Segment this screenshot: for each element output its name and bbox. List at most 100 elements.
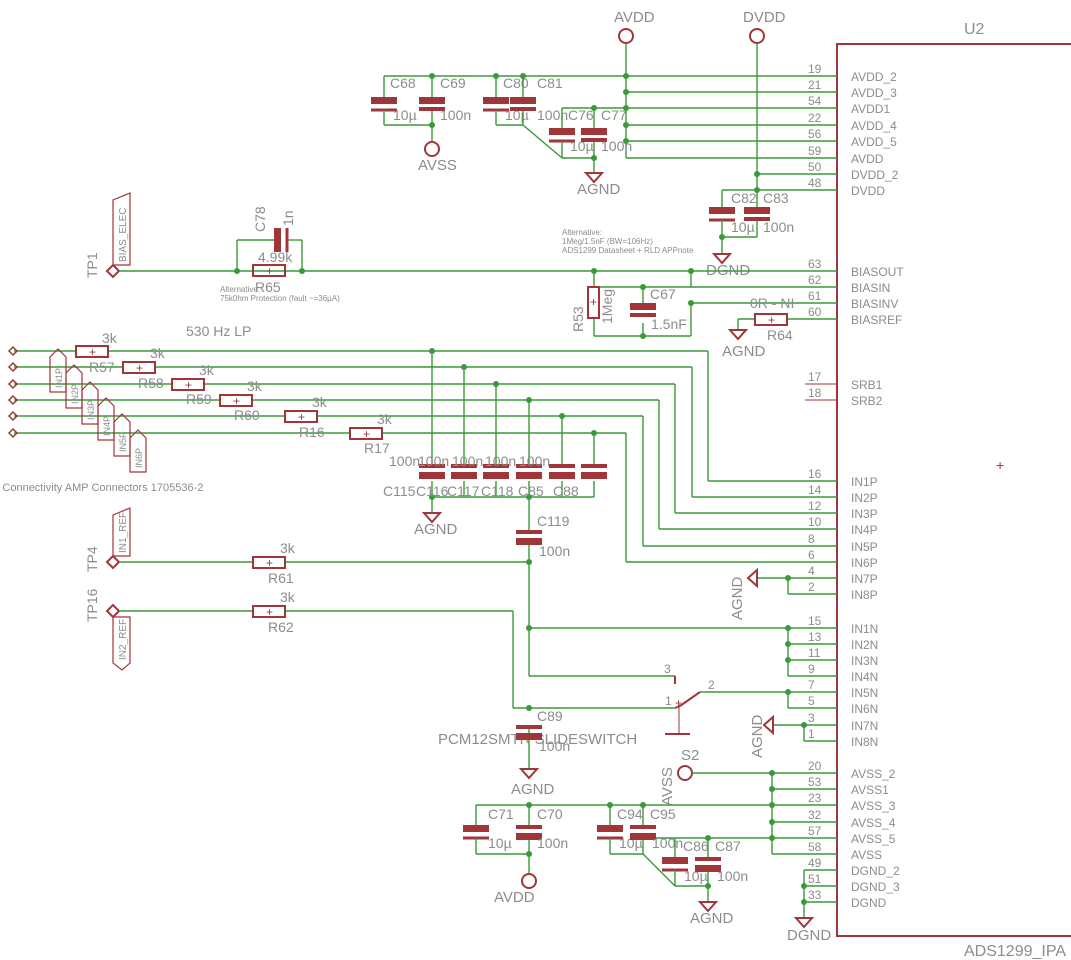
- svg-text:+: +: [266, 264, 273, 278]
- pin-name: AVSS: [851, 848, 882, 862]
- svg-text:3k: 3k: [199, 362, 215, 378]
- resistor-r57-ch1[interactable]: + 3k R57: [75, 330, 118, 375]
- pin-name: DGND_3: [851, 880, 900, 894]
- resistor-r62[interactable]: + 3k R62: [252, 589, 296, 635]
- pin-name: BIASIN: [851, 281, 890, 295]
- resistor-r65[interactable]: + 4.99k R65: [252, 249, 293, 295]
- svg-text:R60: R60: [234, 407, 260, 423]
- resistor-r58-ch2[interactable]: + 3k R58: [122, 345, 166, 391]
- svg-text:TP4: TP4: [84, 546, 100, 572]
- svg-text:3: 3: [664, 662, 671, 676]
- svg-text:R59: R59: [186, 391, 212, 407]
- svg-text:10µ: 10µ: [393, 107, 417, 123]
- svg-text:C83: C83: [763, 190, 789, 206]
- svg-text:1Meg: 1Meg: [599, 289, 615, 324]
- svg-text:2: 2: [708, 678, 715, 692]
- cap-c71[interactable]: C71 10µ: [463, 805, 529, 855]
- testpoint-tp1[interactable]: TP1 BIAS_ELEC: [84, 192, 131, 279]
- pin-number: 11: [808, 646, 821, 660]
- pin-number: 32: [808, 808, 822, 822]
- svg-text:C68: C68: [390, 75, 416, 91]
- in7p-junction: [785, 575, 791, 581]
- resistor-r53[interactable]: + R53 1Meg: [570, 286, 615, 332]
- svg-text:R17: R17: [364, 440, 390, 456]
- svg-text:+: +: [363, 427, 370, 441]
- pin-name: AVDD: [851, 152, 884, 166]
- svg-text:DGND: DGND: [787, 927, 831, 944]
- resistor-r61[interactable]: + 3k R61: [252, 540, 296, 586]
- svg-text:C76: C76: [568, 107, 594, 123]
- resistor-r59-ch3[interactable]: + 3k R59: [171, 362, 215, 407]
- cap-c77[interactable]: C77 100n: [581, 107, 632, 173]
- cap-c89[interactable]: C89 100n: [516, 708, 570, 754]
- agnd-symbol-2: AGND: [722, 329, 766, 360]
- testpoint-tp16[interactable]: TP16 IN2_REF: [84, 588, 131, 671]
- svg-text:3k: 3k: [102, 330, 118, 346]
- cap-c83[interactable]: C83 100n: [719, 190, 794, 240]
- pin-name: DVDD_2: [851, 168, 899, 182]
- svg-text:100n: 100n: [717, 868, 748, 884]
- pin-name: AVSS1: [851, 783, 889, 797]
- in7n-junction: [801, 722, 807, 728]
- cap-c69[interactable]: C69 100n: [419, 75, 471, 142]
- pin-number: 13: [808, 630, 822, 644]
- pin-number: 4: [808, 564, 815, 578]
- svg-text:C67: C67: [650, 286, 676, 302]
- slide-switch[interactable]: + 3 1 2 PCM12SMTR SLIDESWITCH: [438, 662, 715, 748]
- avdd-top-symbol: [618, 28, 634, 44]
- svg-text:C81: C81: [537, 75, 563, 91]
- pin-name: DVDD: [851, 184, 885, 198]
- svg-text:C85: C85: [518, 483, 544, 499]
- avdd-pin-wires: [384, 75, 837, 191]
- resistor-r16-ch5[interactable]: + 3k R16: [284, 394, 328, 440]
- cap-c70[interactable]: C70 100n: [516, 805, 568, 874]
- resistor-r64[interactable]: + 0R - NI R64: [750, 295, 794, 343]
- s2-symbol[interactable]: S2 AVSS: [659, 747, 699, 806]
- pin-number: 22: [808, 111, 822, 125]
- svg-text:100n: 100n: [539, 543, 570, 559]
- pin-number: 23: [808, 791, 822, 805]
- cap-c67[interactable]: C67 1.5nF: [630, 286, 687, 332]
- svg-text:IN2P: IN2P: [70, 384, 80, 404]
- pin-number: 16: [808, 467, 822, 481]
- svg-text:3k: 3k: [247, 378, 263, 394]
- svg-text:TP16: TP16: [84, 588, 100, 622]
- svg-text:R62: R62: [268, 619, 294, 635]
- pin-name: AVSS_5: [851, 832, 896, 846]
- avss-junctions: [526, 770, 807, 905]
- svg-text:C95: C95: [650, 806, 676, 822]
- cap-c82[interactable]: C82 10µ: [709, 189, 757, 253]
- dgnd-symbol-2: DGND: [787, 917, 831, 944]
- pin-name: IN1P: [851, 475, 878, 489]
- filter-caps[interactable]: 100n 100n 100n 100n 100n C115 C116 C117 …: [383, 453, 607, 499]
- svg-text:100n: 100n: [452, 453, 483, 469]
- svg-text:S2: S2: [681, 747, 699, 764]
- cap-c87[interactable]: C87 100n: [695, 838, 748, 902]
- pin-number: 6: [808, 548, 815, 562]
- resistor-r60-ch4[interactable]: + 3k R60: [219, 378, 263, 423]
- chip-u2[interactable]: U2 ADS1299_IPA + 19AVDD_221AVDD_354AVDD1…: [808, 21, 1071, 960]
- cap-c119[interactable]: C119 100n: [516, 513, 570, 559]
- svg-text:R58: R58: [138, 375, 164, 391]
- note-connector: E Connectivity AMP Connectors 1705536-2: [0, 482, 203, 494]
- agnd-symbol-6: AGND: [511, 768, 555, 798]
- pin-number: 33: [808, 888, 822, 902]
- svg-text:C80: C80: [503, 75, 529, 91]
- agnd-symbol-3: AGND: [414, 512, 458, 538]
- svg-text:+: +: [136, 361, 143, 375]
- cap-c81[interactable]: C81 100n: [510, 75, 568, 159]
- bias-junctions: [591, 268, 694, 339]
- dgnd-symbol-1: DGND: [706, 253, 750, 279]
- svg-text:C77: C77: [601, 107, 627, 123]
- svg-text:C69: C69: [440, 75, 466, 91]
- resistor-r17-ch6[interactable]: + 3k R17: [349, 411, 393, 456]
- pin-number: 21: [808, 78, 822, 92]
- cap-c94[interactable]: C94 10µ: [597, 805, 643, 855]
- cap-c68[interactable]: C68 10µ: [371, 75, 432, 126]
- cap-c78[interactable]: C78 1n: [234, 206, 305, 274]
- pin-name: SRB2: [851, 394, 883, 408]
- note-lp: 530 Hz LP: [186, 323, 251, 339]
- pin-name: BIASREF: [851, 313, 902, 327]
- svg-text:+: +: [590, 295, 597, 309]
